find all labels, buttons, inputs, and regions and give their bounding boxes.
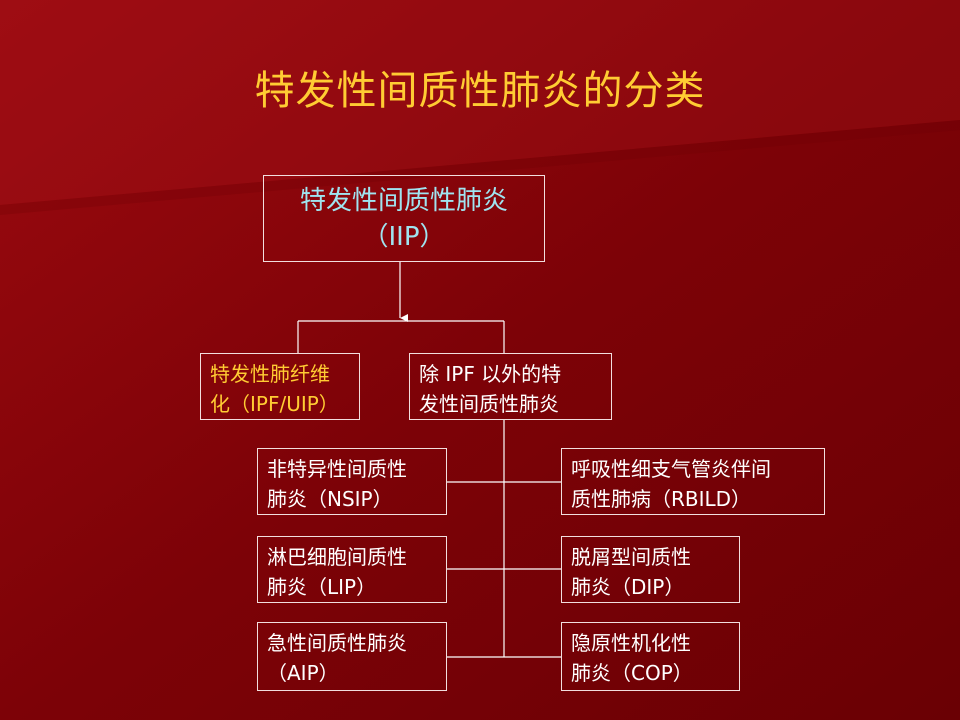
node-dip: 脱屑型间质性 肺炎（DIP）	[561, 536, 740, 603]
node-non-ipf: 除 IPF 以外的特 发性间质性肺炎	[409, 353, 612, 420]
node-non-ipf-line1: 除 IPF 以外的特	[419, 362, 562, 386]
node-cop: 隐原性机化性 肺炎（COP）	[561, 622, 740, 691]
node-aip-line1: 急性间质性肺炎	[267, 631, 407, 655]
node-nsip: 非特异性间质性 肺炎（NSIP）	[257, 448, 447, 515]
node-ipf: 特发性肺纤维 化（IPF/UIP）	[200, 353, 360, 420]
node-rbild-line2: 质性肺病（RBILD）	[571, 487, 752, 511]
node-aip: 急性间质性肺炎 （AIP）	[257, 622, 447, 691]
node-rbild: 呼吸性细支气管炎伴间 质性肺病（RBILD）	[561, 448, 825, 515]
node-cop-line1: 隐原性机化性	[571, 631, 691, 655]
node-nsip-line2: 肺炎（NSIP）	[267, 487, 393, 511]
node-cop-line2: 肺炎（COP）	[571, 661, 693, 685]
node-lip-line1: 淋巴细胞间质性	[267, 545, 407, 569]
node-iip: 特发性间质性肺炎 （IIP）	[263, 175, 545, 262]
slide-title: 特发性间质性肺炎的分类	[254, 68, 706, 114]
node-lip: 淋巴细胞间质性 肺炎（LIP）	[257, 536, 447, 603]
node-aip-line2: （AIP）	[267, 661, 339, 685]
node-iip-line2: （IIP）	[362, 222, 446, 252]
node-nsip-line1: 非特异性间质性	[267, 457, 407, 481]
node-dip-line2: 肺炎（DIP）	[571, 575, 685, 599]
node-non-ipf-line2: 发性间质性肺炎	[419, 392, 559, 416]
node-rbild-line1: 呼吸性细支气管炎伴间	[571, 457, 771, 481]
node-ipf-line2: 化（IPF/UIP）	[210, 392, 339, 416]
node-iip-line1: 特发性间质性肺炎	[299, 186, 508, 216]
node-dip-line1: 脱屑型间质性	[571, 545, 691, 569]
node-ipf-line1: 特发性肺纤维	[210, 362, 330, 386]
node-lip-line2: 肺炎（LIP）	[267, 575, 377, 599]
